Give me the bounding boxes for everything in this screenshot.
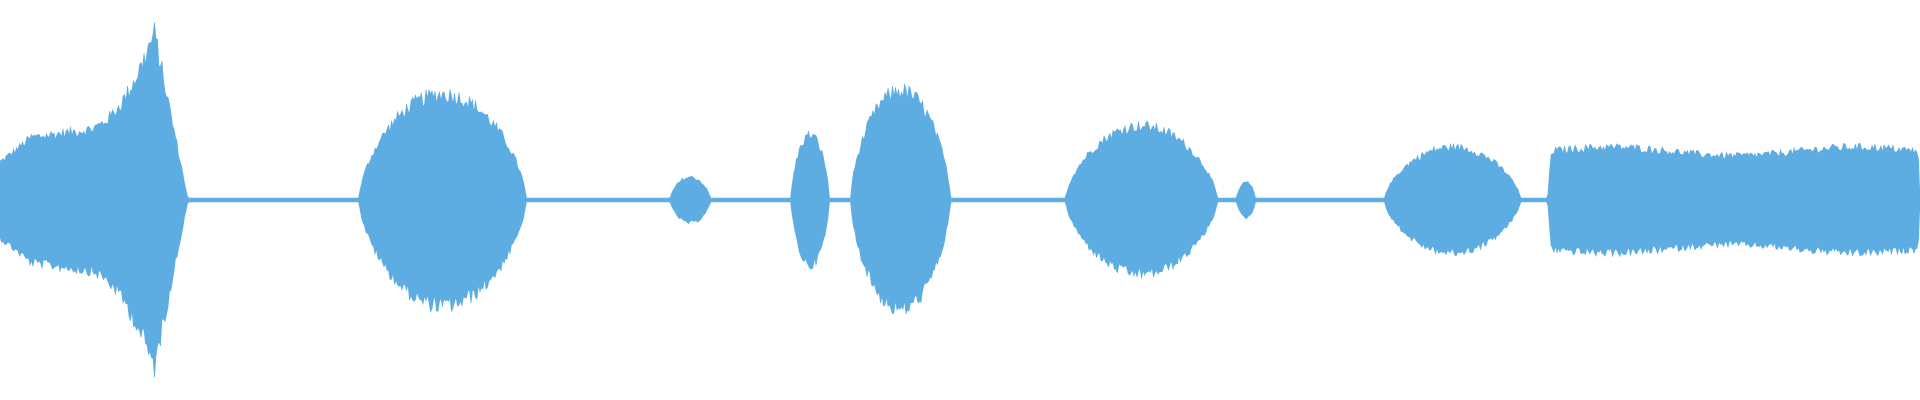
waveform-shape	[0, 22, 1920, 378]
